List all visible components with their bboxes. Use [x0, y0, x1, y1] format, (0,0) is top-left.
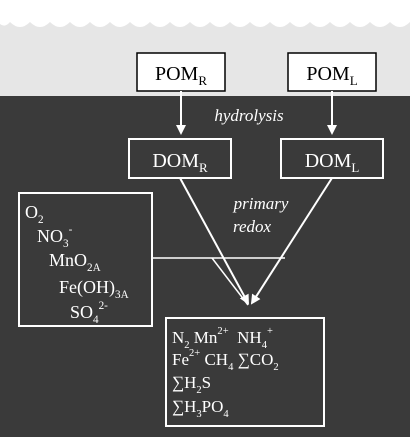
product-line1: N2 Mn2+ NH4 + [172, 326, 273, 351]
svg-text:DOML: DOML [305, 150, 360, 175]
product-line1-main-1: Mn [190, 328, 218, 347]
dom-r-main: DOM [152, 150, 199, 172]
redox-arrow-r [179, 177, 249, 305]
dom-l-main: DOM [305, 150, 352, 172]
oxidant-arrow [211, 257, 249, 306]
oxidant-4-sub-0: 4 [93, 314, 99, 326]
oxidant-1-main-0: NO [37, 226, 63, 246]
product-line1-main-0: N [172, 328, 184, 347]
redox-arrow-l [250, 177, 333, 305]
water-surface [0, 0, 410, 27]
product-line3-main-0: ∑H [172, 373, 196, 392]
dom-l-sub: L [351, 160, 359, 175]
pom-r-main: POM [155, 63, 199, 85]
dom-r-sub: R [199, 160, 208, 175]
redox-label: redox [233, 217, 272, 236]
pom-r-box: POMR [136, 52, 226, 92]
product-line2-sub-1: 4 [228, 362, 234, 373]
oxidant-2-sub-0: 2A [87, 262, 101, 274]
product-line4-sub-1: 4 [223, 409, 229, 420]
product-line2: Fe2+ CH4 ∑CO2 [172, 348, 279, 373]
oxidant-4-sup-0: 2- [99, 300, 109, 312]
products-box [165, 317, 325, 427]
product-line1-sub-2: 4 [262, 340, 268, 351]
oxidant-4: SO42- [70, 300, 108, 326]
oxidant-1-sub-0: 3 [63, 238, 69, 250]
product-line4: ∑H3PO4 [172, 397, 229, 420]
product-line1-sup-2: + [267, 326, 273, 337]
product-line3-main-1: S [202, 373, 211, 392]
primary-label: primary [233, 194, 289, 213]
oxidant-box [18, 192, 153, 327]
product-line2-sub-2: 2 [273, 362, 278, 373]
svg-text:POML: POML [306, 63, 357, 88]
product-line2-sup-0: 2+ [189, 348, 200, 359]
sediment-layer [0, 96, 410, 437]
oxidant-2: MnO2A [49, 250, 101, 274]
oxidant-0-main-0: O [25, 202, 38, 222]
pom-l-main: POM [306, 63, 350, 85]
pom-r-sub: R [198, 73, 207, 88]
product-line2-main-0: Fe [172, 350, 189, 369]
product-line4-main-0: ∑H [172, 397, 196, 416]
product-line2-main-2: ∑CO [233, 350, 273, 369]
dom-l-box: DOML [280, 138, 384, 179]
oxidant-1-sup-0: - [69, 224, 73, 236]
product-line1-sup-1: 2+ [217, 326, 228, 337]
oxidant-0: O2 [25, 202, 44, 226]
oxidant-4-main-0: SO [70, 302, 93, 322]
product-line4-main-1: PO [202, 397, 224, 416]
oxidant-2-main-0: MnO [49, 250, 87, 270]
svg-text:DOMR: DOMR [152, 150, 208, 175]
oxidant-1: NO3- [37, 224, 73, 250]
oxidant-0-sub-0: 2 [38, 214, 44, 226]
oxidant-3-main-0: Fe(OH) [59, 277, 115, 298]
oxidant-3-sub-0: 3A [115, 289, 129, 301]
product-line1-sub-0: 2 [184, 340, 189, 351]
product-line3: ∑H2S [172, 373, 211, 396]
oxidant-3: Fe(OH)3A [59, 277, 129, 301]
product-line3-sub-0: 2 [196, 385, 201, 396]
svg-text:POMR: POMR [155, 63, 207, 88]
product-line1-main-2: NH [229, 328, 262, 347]
hydrolysis-label: hydrolysis [214, 106, 284, 125]
products-list: N2 Mn2+ NH4+Fe2+ CH4 ∑CO2∑H2S∑H3PO4 [172, 326, 279, 420]
pom-l-sub: L [350, 73, 358, 88]
product-line2-main-1: CH [200, 350, 228, 369]
product-line4-sub-0: 3 [196, 409, 201, 420]
pom-l-box: POML [287, 52, 377, 92]
